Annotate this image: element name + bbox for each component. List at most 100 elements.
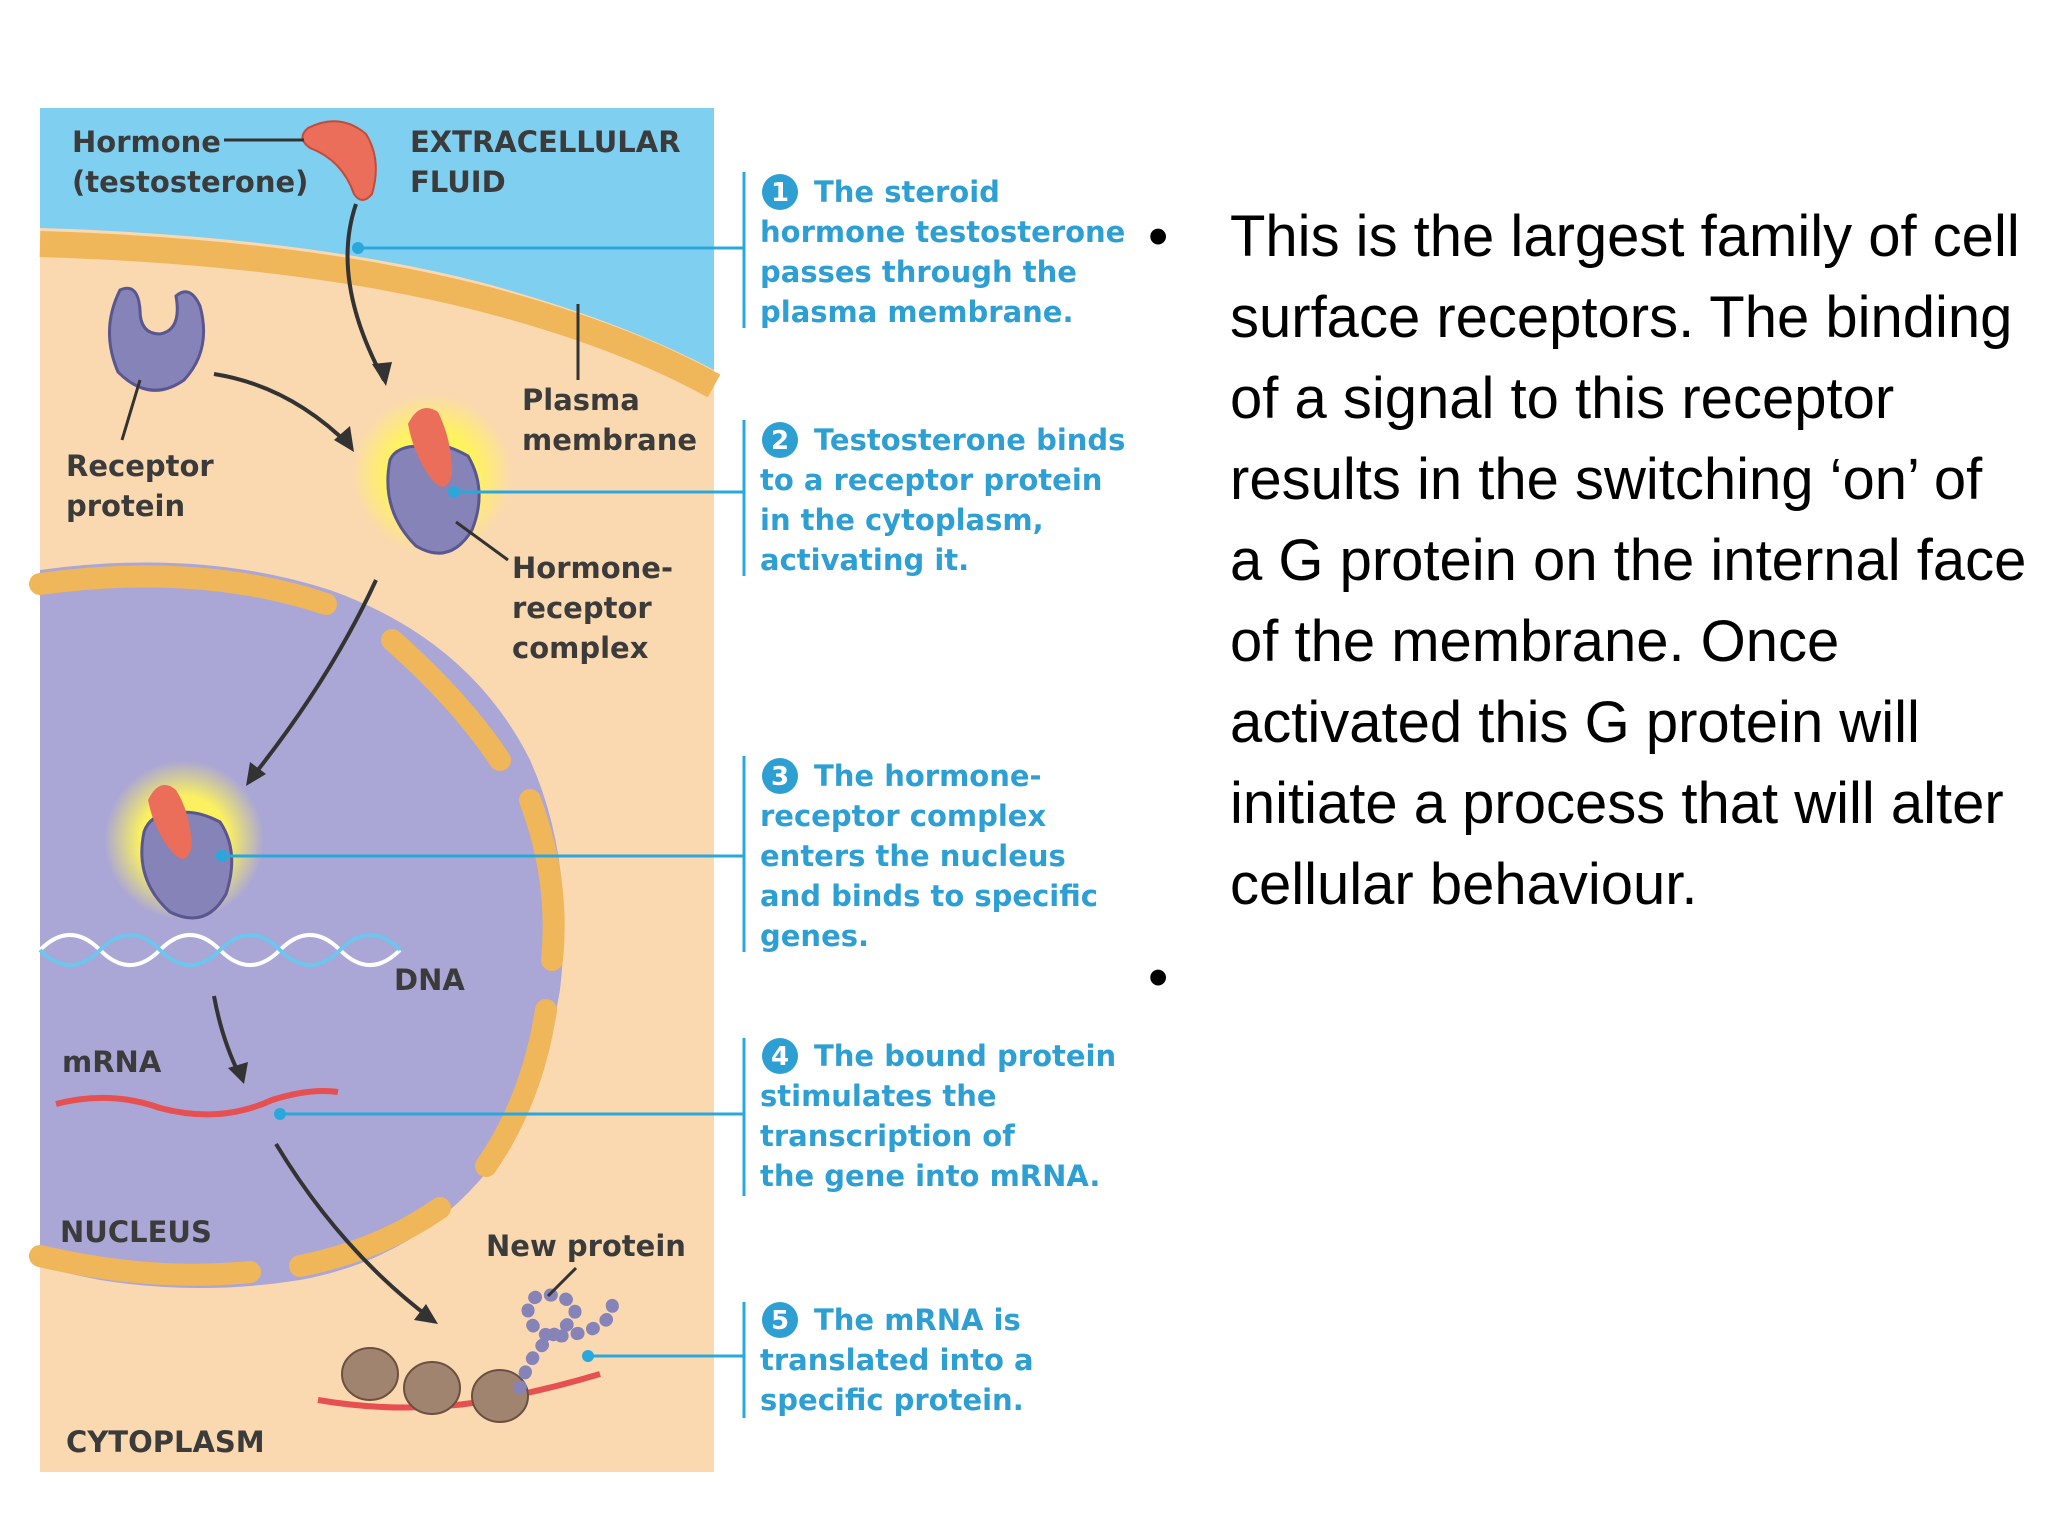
svg-text:receptor: receptor	[512, 591, 652, 625]
mrna-label: mRNA	[62, 1045, 162, 1079]
leader-dot	[274, 1108, 286, 1120]
pathway-arrowhead	[414, 1304, 438, 1324]
svg-text:Testosterone binds: Testosterone binds	[814, 423, 1125, 457]
leader-dot	[216, 850, 228, 862]
complex-label-3: complex	[512, 631, 649, 665]
svg-text:transcription of: transcription of	[760, 1119, 1015, 1153]
step-2-number: 2	[771, 426, 789, 456]
extracellular-label: EXTRACELLULAR	[410, 125, 681, 159]
pathway-arrow	[274, 1142, 432, 1320]
svg-text:The steroid: The steroid	[814, 175, 1000, 209]
ribosome	[471, 1369, 529, 1423]
dna-strand-b	[38, 933, 402, 967]
extracellular-fluid-region	[40, 108, 714, 370]
svg-text:New protein: New protein	[486, 1229, 686, 1263]
svg-text:and binds to specific: and binds to specific	[760, 879, 1098, 913]
step-3-line-4: and binds to specific	[760, 879, 1098, 913]
bound-hormone	[408, 408, 452, 487]
svg-text:receptor complex: receptor complex	[760, 799, 1046, 833]
nuclear-bound-hormone	[148, 784, 192, 859]
step-5-badge	[762, 1302, 798, 1338]
step-2-line-1: Testosterone binds	[814, 423, 1125, 457]
step-2-line-2: to a receptor protein	[760, 463, 1102, 497]
svg-text:stimulates the: stimulates the	[760, 1079, 997, 1113]
plasma-membrane	[39, 231, 721, 398]
svg-text:Hormone: Hormone	[72, 125, 221, 159]
complex-label-2: receptor	[512, 591, 652, 625]
step-5-line-2: translated into a	[760, 1343, 1034, 1377]
step-2-badge	[762, 422, 798, 458]
dna-label: DNA	[394, 963, 465, 997]
step-5-line-3: specific protein.	[760, 1383, 1024, 1417]
svg-text:passes through the: passes through the	[760, 255, 1077, 289]
svg-text:specific protein.: specific protein.	[760, 1383, 1024, 1417]
new-protein-chain	[513, 1288, 619, 1395]
svg-text:4: 4	[771, 1042, 789, 1072]
step-1-number: 1	[771, 178, 789, 208]
step-3-badge	[762, 758, 798, 794]
step-3-line-1: The hormone-	[814, 759, 1042, 793]
step-1-line-2: hormone testosterone	[760, 215, 1125, 249]
step-1-line-1: The steroid	[814, 175, 1000, 209]
pathway-arrowhead	[228, 1062, 248, 1084]
pathway-arrow	[345, 203, 386, 381]
svg-text:CYTOPLASM: CYTOPLASM	[66, 1425, 265, 1459]
step-4-line-4: the gene into mRNA.	[760, 1159, 1100, 1193]
step-4-badge	[762, 1038, 798, 1074]
receptor-protein-label-sub: protein	[66, 489, 185, 523]
svg-text:EXTRACELLULAR: EXTRACELLULAR	[410, 125, 681, 159]
step-1-badge	[762, 174, 798, 210]
pathway-arrowhead	[334, 426, 354, 452]
svg-text:DNA: DNA	[394, 963, 465, 997]
svg-text:activating it.: activating it.	[760, 543, 969, 577]
hormone-label-sub: (testosterone)	[72, 165, 308, 199]
step-5-line-1: The mRNA is	[814, 1303, 1021, 1337]
svg-text:The bound protein: The bound protein	[814, 1039, 1116, 1073]
svg-text:FLUID: FLUID	[410, 165, 506, 199]
svg-text:3: 3	[771, 762, 789, 792]
step-3-line-3: enters the nucleus	[760, 839, 1066, 873]
svg-text:membrane: membrane	[522, 423, 697, 457]
step-4-number: 4	[771, 1042, 789, 1072]
leader-dot	[352, 242, 364, 254]
svg-text:1: 1	[771, 178, 789, 208]
complex-pointer	[455, 520, 509, 562]
svg-text:mRNA: mRNA	[62, 1045, 162, 1079]
new-protein-pointer	[546, 1266, 578, 1298]
step-2-line-4: activating it.	[760, 543, 969, 577]
step-1-line-3: passes through the	[760, 255, 1077, 289]
extracellular-label-sub: FLUID	[410, 165, 506, 199]
pathway-arrowhead	[246, 762, 266, 786]
hormone-molecule	[301, 120, 377, 201]
step-2-line-3: in the cytoplasm,	[760, 503, 1044, 537]
receptor-pointer	[120, 379, 142, 441]
svg-text:Receptor: Receptor	[66, 449, 214, 483]
svg-text:to a receptor protein: to a receptor protein	[760, 463, 1102, 497]
cytoplasm-label: CYTOPLASM	[66, 1425, 265, 1459]
svg-text:Hormone-: Hormone-	[512, 551, 673, 585]
step-3-number: 3	[771, 762, 789, 792]
leader-dot	[582, 1350, 594, 1362]
leader-dot	[448, 486, 460, 498]
svg-text:Plasma: Plasma	[522, 383, 640, 417]
svg-text:(testosterone): (testosterone)	[72, 165, 308, 199]
bullet-point-empty	[1148, 937, 2028, 1018]
svg-text:the gene into mRNA.: the gene into mRNA.	[760, 1159, 1100, 1193]
svg-text:plasma membrane.: plasma membrane.	[760, 295, 1073, 329]
ribosome	[341, 1347, 399, 1401]
mrna-strand	[55, 1088, 339, 1118]
svg-text:protein: protein	[66, 489, 185, 523]
receptor-protein-label: Receptor	[66, 449, 214, 483]
svg-text:hormone testosterone: hormone testosterone	[760, 215, 1125, 249]
step-3-line-2: receptor complex	[760, 799, 1046, 833]
step-1-line-4: plasma membrane.	[760, 295, 1073, 329]
svg-text:5: 5	[771, 1306, 789, 1336]
svg-text:translated into a: translated into a	[760, 1343, 1034, 1377]
hormone-label: Hormone	[72, 125, 221, 159]
ribosome	[403, 1361, 461, 1415]
pathway-arrow	[248, 579, 378, 782]
svg-text:The mRNA is: The mRNA is	[814, 1303, 1021, 1337]
svg-text:genes.: genes.	[760, 919, 869, 953]
svg-text:2: 2	[771, 426, 789, 456]
